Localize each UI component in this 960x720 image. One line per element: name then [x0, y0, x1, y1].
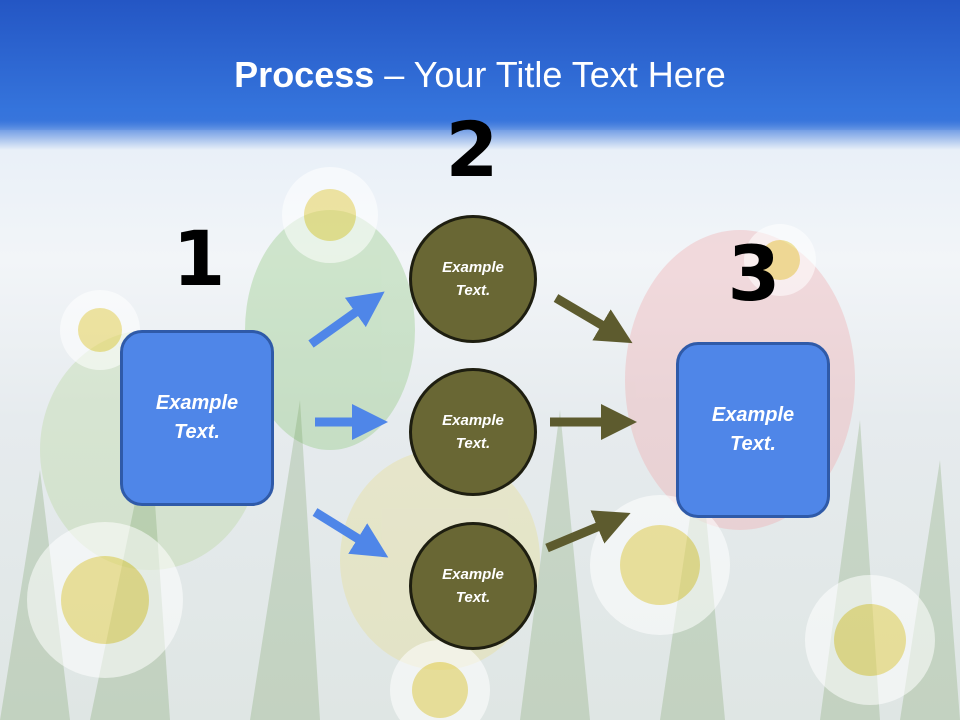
arrow-top-to-right — [553, 294, 633, 344]
title-bold: Process — [234, 54, 375, 95]
left-box: Example Text. — [120, 330, 274, 506]
circle-middle-label: Example Text. — [442, 412, 504, 452]
title-rest: – Your Title Text Here — [374, 54, 726, 95]
circle-top: Example Text. — [409, 215, 537, 343]
title-banner — [0, 0, 960, 130]
circle-middle: Example Text. — [409, 368, 537, 496]
circle-bottom: Example Text. — [409, 522, 537, 650]
step-number-3: 3 — [727, 229, 781, 318]
left-box-label: Example Text. — [155, 392, 239, 443]
arrow-bottom-to-right — [545, 510, 631, 553]
slide-title: Process – Your Title Text Here — [0, 52, 960, 98]
right-box: Example Text. — [676, 342, 830, 518]
step-number-2: 2 — [445, 105, 499, 194]
circle-top-label: Example Text. — [442, 259, 504, 299]
step-number-1: 1 — [172, 214, 226, 303]
right-box-label: Example Text. — [711, 404, 795, 455]
arrow-left-to-top — [308, 291, 385, 348]
arrow-left-to-bottom — [312, 508, 389, 558]
circle-bottom-label: Example Text. — [442, 566, 504, 606]
